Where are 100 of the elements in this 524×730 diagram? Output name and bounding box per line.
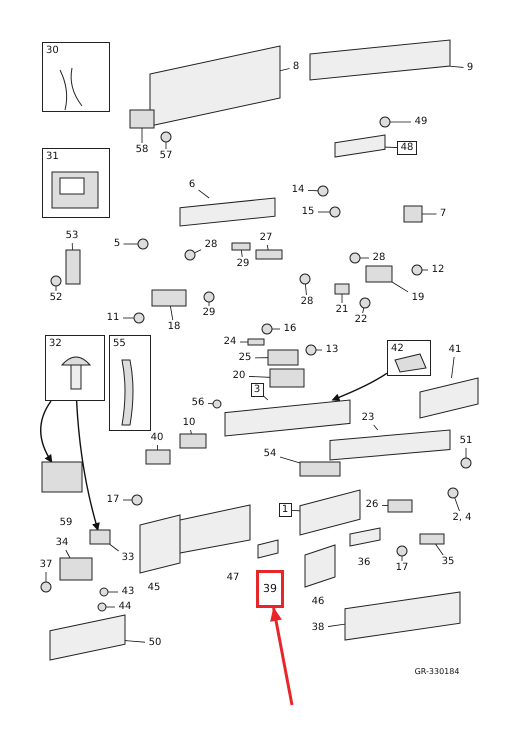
screw-drawing [380, 116, 390, 128]
washer-drawing [330, 206, 340, 218]
leader-line [450, 66, 464, 68]
callout-number: 50 [145, 636, 165, 650]
screw-drawing [448, 488, 458, 498]
callout-number: 28 [201, 238, 221, 252]
rail-bar-drawing [300, 462, 340, 476]
drawing-number: GR-330184 [414, 666, 460, 678]
callout-number: 19 [408, 291, 428, 305]
callout-number: 18 [164, 320, 184, 334]
leader-line [291, 510, 300, 512]
screw-drawing [100, 588, 108, 596]
callout-number: 46 [310, 595, 326, 608]
boxed-callout-number: 3 [250, 383, 264, 397]
callout-number: 6 [186, 178, 198, 192]
leader-line [305, 284, 307, 296]
callout-number: 26 [362, 498, 382, 512]
callout-number: 51 [456, 434, 476, 448]
seat-rail-drawing [330, 429, 450, 461]
callout-number: 11 [103, 311, 123, 325]
callout-number: 57 [156, 149, 176, 163]
slide-rail-drawing [420, 377, 478, 419]
screw-drawing [306, 344, 316, 356]
cover-drawing [146, 450, 170, 464]
callout-number: 55 [113, 338, 126, 350]
clip-drawing [388, 500, 412, 512]
callout-number: 41 [445, 343, 465, 357]
nut-drawing [460, 458, 472, 468]
callout-number: 2, 4 [445, 511, 479, 525]
leader-line [280, 68, 290, 72]
seat-rail-drawing [224, 399, 350, 437]
nut-drawing [350, 252, 360, 264]
nut-drawing [184, 250, 196, 260]
screw-drawing [412, 264, 422, 276]
callout-number: 43 [118, 585, 138, 599]
control-unit-drawing [60, 558, 92, 580]
leader-line [266, 244, 269, 250]
nut-drawing [300, 274, 310, 284]
module-drawing [130, 110, 154, 128]
callout-number: 23 [358, 411, 378, 425]
callout-number: 24 [220, 335, 240, 349]
side-frame-drawing [180, 197, 276, 227]
connector-drawing [90, 530, 110, 544]
motor-drawing [152, 290, 186, 306]
screw-drawing [360, 298, 370, 308]
leader-line [170, 306, 174, 320]
leader-line [198, 190, 210, 198]
base-frame-drawing [300, 489, 360, 536]
inset-frame [109, 335, 151, 431]
screw-drawing [40, 582, 52, 592]
clip-drawing [396, 546, 408, 556]
leader-line [156, 444, 158, 450]
curved-arrow [40, 400, 52, 463]
screw-drawing [138, 238, 148, 250]
callout-number: 38 [308, 621, 328, 635]
leader-line [272, 328, 280, 330]
bushing-drawing [404, 206, 422, 222]
clip-drawing [334, 284, 350, 294]
leader-line [451, 356, 455, 378]
leader-line [241, 250, 243, 258]
screw-drawing [160, 132, 172, 142]
pin-drawing [248, 338, 264, 346]
lever-drawing [270, 368, 304, 388]
screw-drawing [204, 292, 214, 302]
callout-number: 36 [356, 556, 372, 569]
leader-line [65, 550, 70, 558]
callout-number: 13 [322, 343, 342, 357]
callout-number: 59 [58, 516, 74, 529]
callout-number: 49 [411, 115, 431, 129]
callout-number: 32 [49, 338, 62, 350]
leader-line [454, 498, 460, 512]
curved-arrow [332, 372, 388, 402]
leader-line [124, 640, 146, 643]
screw-drawing [98, 602, 106, 612]
spring-drawing [256, 250, 282, 260]
inset-frame [42, 148, 110, 218]
seat-pan-drawing [150, 45, 280, 127]
boxed-callout-number: 48 [397, 141, 417, 155]
leader-line [208, 302, 210, 306]
tube-drawing [334, 134, 386, 158]
callout-number: 27 [256, 231, 276, 245]
callout-number: 20 [229, 369, 249, 383]
leader-line [435, 544, 444, 556]
leader-line [263, 396, 268, 400]
leader-line [384, 146, 398, 148]
screw-drawing [134, 312, 144, 324]
leader-line [373, 424, 378, 430]
callout-number: 15 [298, 205, 318, 219]
switch-drawing [42, 462, 82, 492]
highlighted-callout-number: 39 [256, 570, 284, 608]
screw-drawing [50, 276, 62, 286]
callout-number: 9 [464, 61, 476, 75]
callout-number: 33 [118, 551, 138, 565]
callout-number: 40 [147, 431, 167, 445]
callout-number: 52 [46, 291, 66, 305]
callout-number: 5 [110, 237, 124, 251]
callout-number: 12 [428, 263, 448, 277]
cable-drawing [420, 534, 444, 544]
screw-drawing [132, 494, 142, 506]
callout-number: 8 [290, 60, 302, 74]
